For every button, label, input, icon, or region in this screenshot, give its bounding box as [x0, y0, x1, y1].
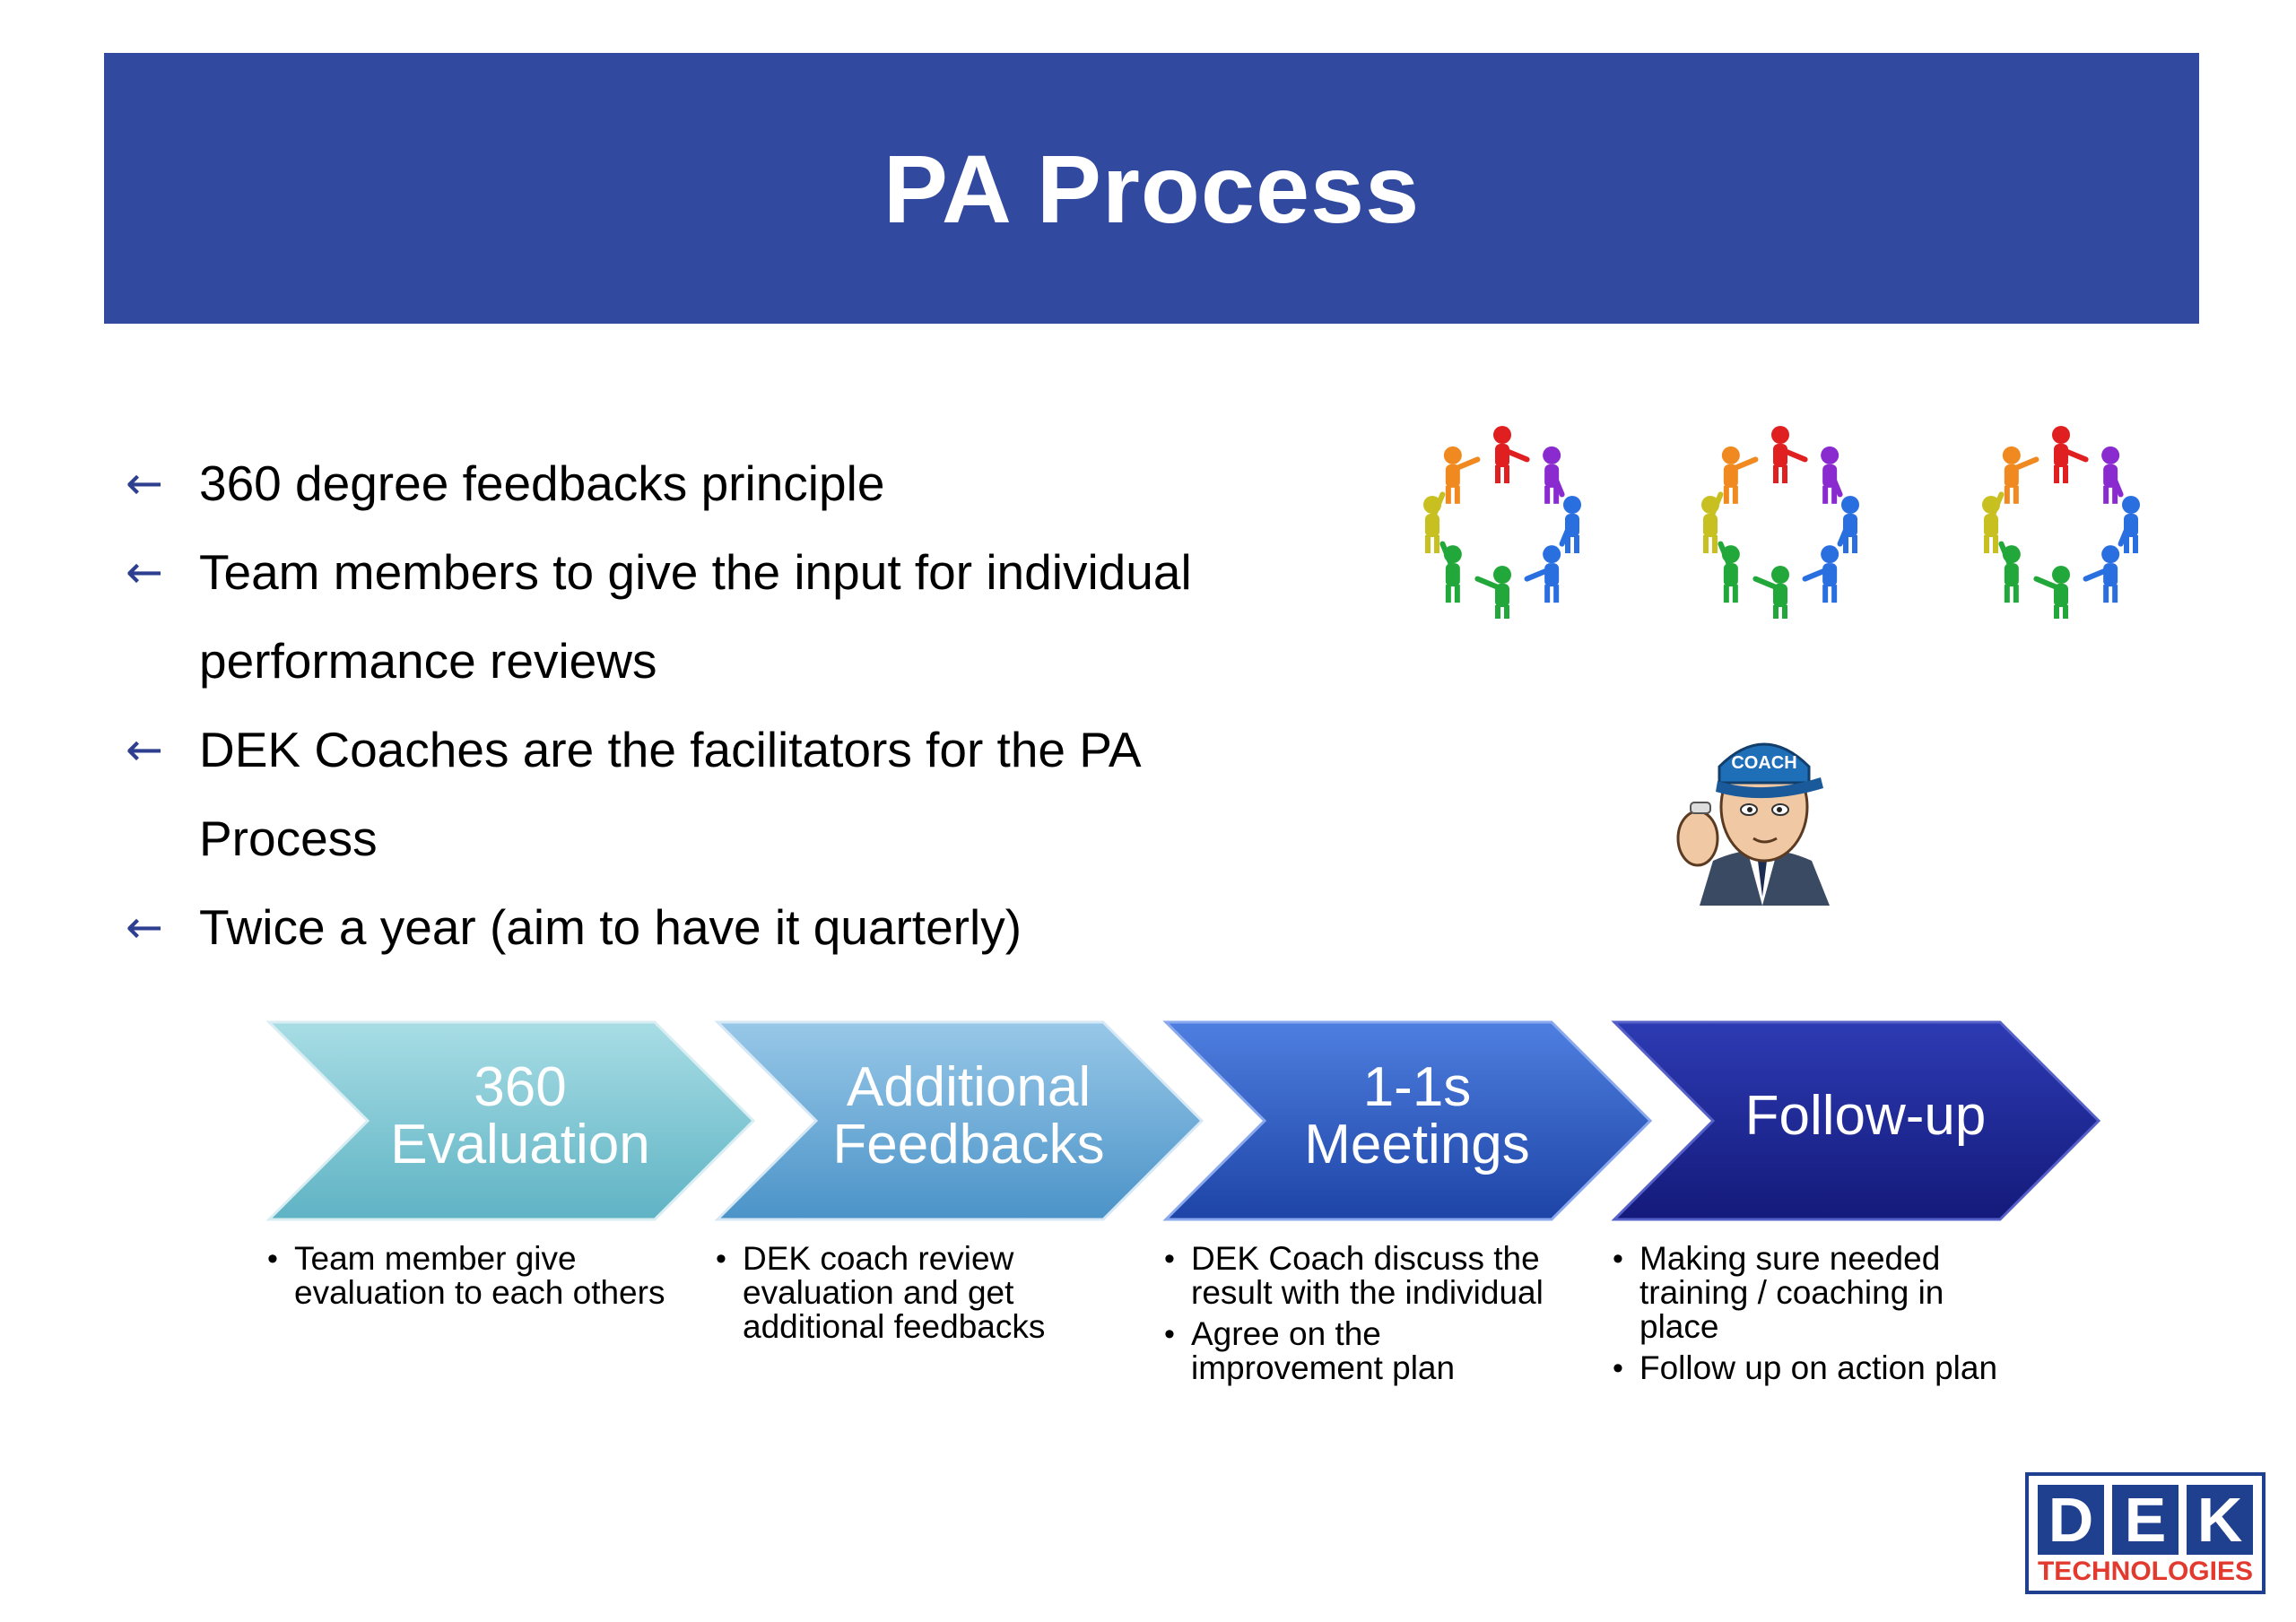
- person-figure: [1439, 541, 1462, 603]
- person-figure: [1771, 426, 1808, 483]
- bullet-list: ←360 degree feedbacks principle ←Team me…: [126, 439, 1292, 972]
- person-figure: [2118, 496, 2140, 553]
- arrow-left-icon: ←: [126, 546, 163, 598]
- person-figure: [1821, 446, 1843, 504]
- logo-letter: K: [2187, 1485, 2253, 1555]
- bullet-item: ←DEK Coaches are the facilitators for th…: [126, 706, 1292, 794]
- bullet-item-continued: performance reviews: [199, 633, 657, 689]
- person-figure: [2033, 566, 2070, 619]
- person-figure: [2083, 545, 2120, 603]
- person-figure: [1559, 496, 1581, 553]
- bullet-item-continued: Process: [199, 811, 378, 866]
- step-4-details: Making sure needed training / coaching i…: [1613, 1242, 2025, 1392]
- step-detail: DEK Coach discuss the result with the in…: [1164, 1242, 1577, 1310]
- step-2-label: Additional Feedbacks: [832, 1056, 1105, 1175]
- person-figure: [1493, 426, 1530, 483]
- bullet-item: ←Twice a year (aim to have it quarterly): [126, 883, 1292, 972]
- step-2-details: DEK coach review evaluation and get addi…: [716, 1242, 1128, 1351]
- people-circle-icon: [1701, 426, 1859, 619]
- person-figure: [1524, 545, 1561, 603]
- chevron-step-3: [1162, 1020, 1653, 1221]
- person-figure: [2052, 426, 2089, 483]
- person-figure: [1718, 541, 1740, 603]
- step-3-label: 1-1s Meetings: [1304, 1056, 1530, 1175]
- coach-illustration: COACH: [1676, 742, 1830, 906]
- title-banner: PA Process: [104, 53, 2199, 324]
- arrow-left-icon: ←: [126, 457, 163, 509]
- bullet-item: ←Team members to give the input for indi…: [126, 528, 1292, 617]
- step-detail: Team member give evaluation to each othe…: [267, 1242, 680, 1310]
- step-detail: Making sure needed training / coaching i…: [1613, 1242, 2025, 1344]
- process-chevrons: [265, 1020, 2101, 1221]
- step-1-label: 360 Evaluation: [390, 1056, 650, 1175]
- person-figure: [1998, 541, 2021, 603]
- dek-logo: D E K TECHNOLOGIES: [2025, 1472, 2266, 1594]
- arrow-left-icon: ←: [126, 901, 163, 953]
- step-3-details: DEK Coach discuss the result with the in…: [1164, 1242, 1577, 1392]
- person-figure: [2101, 446, 2124, 504]
- step-detail: Agree on the improvement plan: [1164, 1317, 1577, 1385]
- chevron-step-1: [265, 1020, 756, 1221]
- person-figure: [1721, 446, 1759, 504]
- person-figure: [1837, 496, 1859, 553]
- bullet-item: ←360 degree feedbacks principle: [126, 439, 1292, 528]
- step-detail: DEK coach review evaluation and get addi…: [716, 1242, 1128, 1344]
- chevron-step-4: [1611, 1020, 2101, 1221]
- people-circle-icon: [1982, 426, 2140, 619]
- coach-cap-label: COACH: [1731, 753, 1796, 773]
- person-figure: [2002, 446, 2039, 504]
- person-figure: [1982, 491, 2005, 553]
- step-4-label: Follow-up: [1744, 1085, 1987, 1147]
- step-1-details: Team member give evaluation to each othe…: [267, 1242, 680, 1317]
- logo-letter: D: [2038, 1485, 2104, 1555]
- arrow-left-icon: ←: [126, 724, 163, 776]
- chevron-step-2: [714, 1020, 1205, 1221]
- people-circle-icon: [1423, 426, 1581, 619]
- person-figure: [1802, 545, 1839, 603]
- logo-letters: D E K: [2038, 1485, 2253, 1555]
- person-figure: [1701, 491, 1724, 553]
- logo-letter: E: [2112, 1485, 2179, 1555]
- person-figure: [1474, 566, 1511, 619]
- person-figure: [1443, 446, 1481, 504]
- person-figure: [1543, 446, 1565, 504]
- person-figure: [1752, 566, 1789, 619]
- page-title: PA Process: [883, 134, 1421, 243]
- logo-subtitle: TECHNOLOGIES: [2037, 1557, 2253, 1586]
- step-detail: Follow up on action plan: [1613, 1351, 2025, 1386]
- person-figure: [1423, 491, 1446, 553]
